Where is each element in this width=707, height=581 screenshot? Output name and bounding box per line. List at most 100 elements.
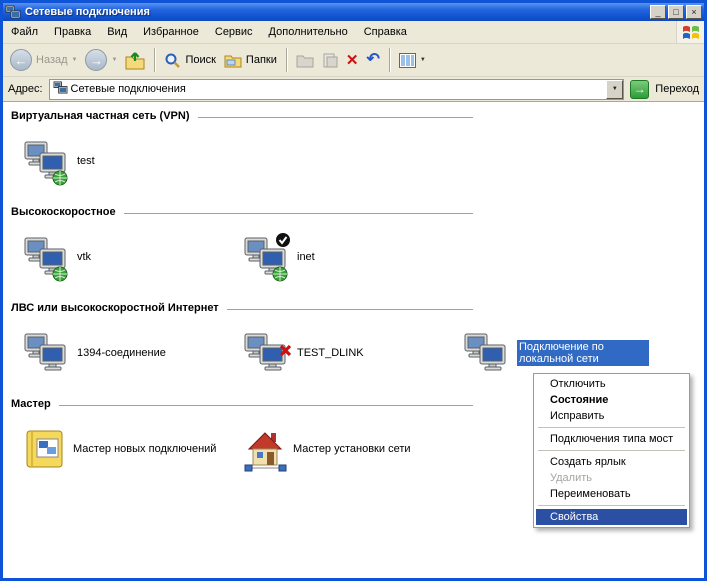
connection-row: test <box>11 132 704 190</box>
address-network-icon <box>53 81 68 97</box>
group-header: ЛВС или высокоскоростной Интернет <box>11 302 473 314</box>
menu-item[interactable]: Вид <box>107 26 128 38</box>
folders-label: Папки <box>245 54 277 66</box>
connection-label: vtk <box>77 251 92 263</box>
copy-to-button[interactable] <box>319 51 341 70</box>
maximize-button[interactable]: □ <box>668 5 684 19</box>
go-arrow-icon: → <box>633 82 646 96</box>
address-dropdown-button[interactable]: ▼ <box>606 79 624 99</box>
delete-button[interactable]: ✕ <box>343 51 362 70</box>
windows-logo-icon <box>676 21 704 43</box>
window-title: Сетевые подключения <box>25 6 150 18</box>
context-menu-item[interactable]: Подключения типа мост <box>550 433 674 445</box>
connection-row: Мастер новых подключений Мастер установки… <box>11 420 704 478</box>
group-header: Высокоскоростное <box>11 206 473 218</box>
up-folder-icon <box>125 51 145 70</box>
address-label: Адрес: <box>8 83 43 95</box>
search-button[interactable]: Поиск <box>161 50 218 71</box>
toolbar-separator <box>388 48 390 72</box>
forward-icon: → <box>85 49 108 71</box>
connection-lan[interactable]: Подключение по локальной сети <box>451 324 671 382</box>
connection-test[interactable]: test <box>11 132 231 190</box>
menu-item[interactable]: Файл <box>11 26 39 38</box>
new-connection-wizard[interactable]: Мастер новых подключений <box>11 420 231 478</box>
context-menu-item[interactable]: Переименовать <box>550 488 631 500</box>
toolbar: ← Назад ▼ → ▼ Поиск <box>3 44 704 77</box>
group-title: Виртуальная частная сеть (VPN) <box>11 110 190 122</box>
network-pcs-icon <box>23 328 71 378</box>
wizard-folder-icon <box>23 425 67 473</box>
forward-dropdown-icon: ▼ <box>111 57 118 63</box>
menu-separator <box>538 450 685 451</box>
network-connections-icon <box>5 5 21 19</box>
menu-bar: Файл Правка Вид Избранное Сервис Дополнительн… <box>3 21 704 44</box>
home-network-icon <box>243 425 287 473</box>
folders-button[interactable]: Папки <box>221 51 280 70</box>
group-header: Мастер <box>11 398 473 410</box>
menu-item[interactable]: Сервис <box>214 26 253 38</box>
context-menu-item[interactable]: Исправить <box>550 410 605 422</box>
connection-row: 1394-соединение TEST_DLINK Подключение по … <box>11 324 704 382</box>
connection-label: test <box>77 155 95 167</box>
menu-item[interactable]: Дополнительно <box>268 26 348 38</box>
minimize-button[interactable]: _ <box>650 5 666 19</box>
network-pcs-globe-check-icon <box>243 232 291 282</box>
network-pcs-globe-icon <box>23 136 71 186</box>
title-bar[interactable]: Сетевые подключения _ □ × <box>3 3 704 21</box>
toolbar-separator <box>154 48 156 72</box>
group-title: ЛВС или высокоскоростной Интернет <box>11 302 219 314</box>
back-dropdown-icon: ▼ <box>71 57 78 63</box>
views-dropdown-icon: ▼ <box>419 57 426 63</box>
connection-label: TEST_DLINK <box>297 347 364 359</box>
go-button[interactable]: → <box>630 79 650 99</box>
toolbar-separator <box>285 48 287 72</box>
connection-inet[interactable]: inet <box>231 228 451 286</box>
minimize-icon: _ <box>655 7 661 17</box>
group-line <box>123 213 473 214</box>
network-pcs-error-icon <box>243 328 291 378</box>
maximize-icon: □ <box>673 7 679 17</box>
group-line <box>226 309 473 310</box>
connection-row: vtk inet <box>11 228 704 286</box>
network-setup-wizard[interactable]: Мастер установки сети <box>231 420 451 478</box>
back-icon: ← <box>10 49 32 71</box>
context-menu-item[interactable]: Создать ярлык <box>550 456 626 468</box>
context-menu-item[interactable]: Свойства <box>536 509 687 525</box>
delete-icon: ✕ <box>345 51 359 69</box>
connection-1394[interactable]: 1394-соединение <box>11 324 231 382</box>
views-icon <box>398 52 416 68</box>
address-combo[interactable]: Сетевые подключения ▼ <box>48 78 625 100</box>
connection-label: 1394-соединение <box>77 347 166 359</box>
connection-label: Мастер новых подключений <box>73 443 217 455</box>
forward-button[interactable]: → ▼ <box>82 47 120 73</box>
connection-test-dlink[interactable]: TEST_DLINK <box>231 324 451 382</box>
menu-separator <box>538 505 685 506</box>
context-menu-item[interactable]: Отключить <box>550 378 606 390</box>
views-button[interactable]: ▼ <box>396 51 429 70</box>
back-button[interactable]: ← Назад ▼ <box>7 47 80 73</box>
menu-separator <box>538 427 685 428</box>
close-button[interactable]: × <box>686 5 702 19</box>
close-icon: × <box>691 7 697 17</box>
copy-to-icon <box>322 53 338 68</box>
connection-vtk[interactable]: vtk <box>11 228 231 286</box>
go-label: Переход <box>655 83 699 95</box>
group-line <box>58 405 473 406</box>
address-value[interactable]: Сетевые подключения <box>70 83 186 95</box>
context-menu-item[interactable]: Удалить <box>550 472 592 484</box>
search-icon <box>164 52 181 69</box>
connection-label: Мастер установки сети <box>293 443 411 455</box>
menu-item[interactable]: Справка <box>363 26 407 38</box>
undo-button[interactable]: ↶ <box>363 50 382 70</box>
menu-item[interactable]: Правка <box>54 26 92 38</box>
connection-label: Подключение по локальной сети <box>517 340 649 366</box>
up-button[interactable] <box>122 49 148 72</box>
menu-item[interactable]: Избранное <box>143 26 199 38</box>
context-menu-item[interactable]: Состояние <box>550 394 609 406</box>
move-to-icon <box>296 53 314 68</box>
move-to-button[interactable] <box>293 51 317 70</box>
folders-icon <box>224 53 242 68</box>
